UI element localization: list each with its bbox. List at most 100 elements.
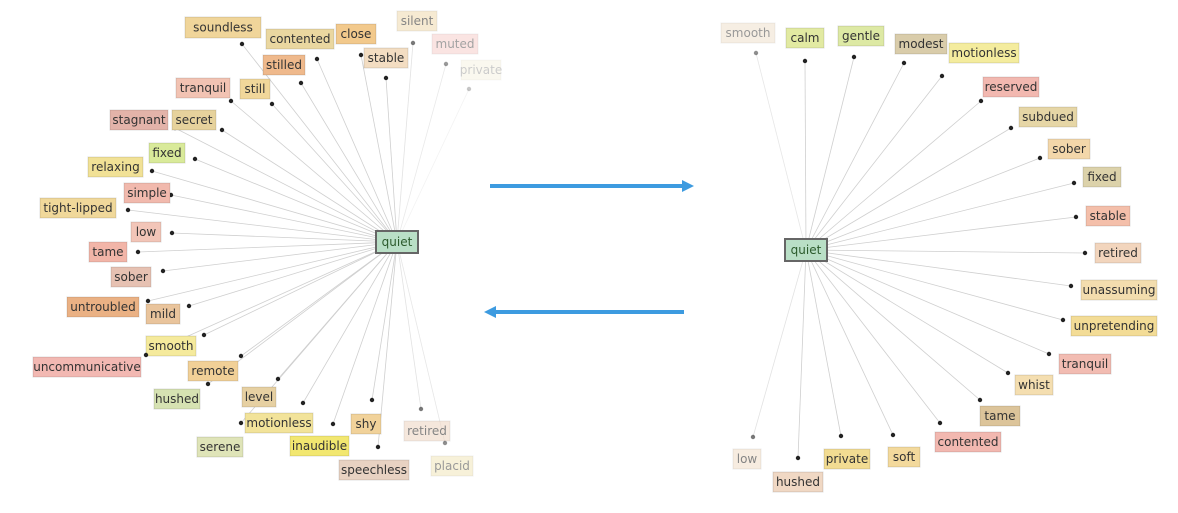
- left-node-dot: [228, 98, 234, 104]
- right-word-node[interactable]: fixed: [1071, 166, 1122, 188]
- left-word-node[interactable]: retired: [403, 406, 451, 442]
- left-word-node[interactable]: contented: [265, 28, 335, 62]
- left-word-node[interactable]: inaudible: [289, 421, 350, 457]
- left-node-dot: [410, 40, 416, 46]
- left-word-node[interactable]: speechless: [338, 444, 410, 481]
- left-word-node[interactable]: stagnant: [109, 109, 178, 131]
- right-word-node[interactable]: retired: [1082, 242, 1142, 264]
- left-word-node[interactable]: motionless: [244, 400, 314, 434]
- left-word-node[interactable]: fixed: [148, 142, 198, 164]
- left-node-dot: [143, 352, 149, 358]
- left-word-node[interactable]: tame: [88, 241, 141, 263]
- left-word-node[interactable]: secret: [171, 109, 225, 133]
- left-word-node[interactable]: private: [460, 60, 502, 92]
- right-word-node[interactable]: soft: [887, 432, 921, 468]
- right-word-label: retired: [1098, 246, 1138, 260]
- right-edge: [805, 249, 941, 424]
- right-word-node[interactable]: stable: [1073, 205, 1131, 227]
- left-edge: [385, 77, 398, 243]
- left-word-node[interactable]: relaxing: [87, 156, 155, 178]
- right-edge: [805, 216, 1077, 251]
- right-node-dot: [1071, 180, 1077, 186]
- left-word-node[interactable]: hushed: [153, 381, 211, 410]
- left-word-node[interactable]: still: [239, 78, 275, 107]
- left-word-node[interactable]: silent: [396, 10, 438, 46]
- right-word-node[interactable]: contented: [934, 420, 1002, 453]
- left-word-node[interactable]: serene: [196, 420, 244, 458]
- left-word-label: tranquil: [180, 81, 227, 95]
- left-word-node[interactable]: tight-lipped: [39, 197, 131, 219]
- left-word-node[interactable]: untroubled: [66, 296, 151, 318]
- right-word-node[interactable]: modest: [894, 33, 948, 66]
- right-node-dot: [795, 455, 801, 461]
- left-edge: [396, 241, 422, 410]
- right-word-box: [1014, 374, 1054, 396]
- right-word-label: hushed: [776, 475, 820, 489]
- right-word-node[interactable]: unpretending: [1060, 315, 1158, 337]
- left-word-box: [196, 436, 244, 458]
- right-word-node[interactable]: sober: [1037, 138, 1091, 161]
- right-node-dot: [937, 420, 943, 426]
- right-word-node[interactable]: tame: [977, 397, 1021, 427]
- left-word-node[interactable]: uncommunicative: [32, 352, 149, 378]
- left-word-box: [338, 459, 410, 481]
- left-word-node[interactable]: simple: [123, 182, 174, 204]
- left-word-node[interactable]: sober: [110, 266, 166, 288]
- left-edge: [137, 241, 398, 253]
- right-word-node[interactable]: subdued: [1008, 106, 1078, 131]
- left-word-node[interactable]: shy: [350, 397, 382, 435]
- right-edge: [805, 249, 894, 436]
- right-word-node[interactable]: low: [732, 434, 762, 470]
- left-word-box: [431, 33, 479, 55]
- left-center-node[interactable]: quiet: [375, 230, 419, 254]
- right-word-node[interactable]: whist: [1005, 370, 1054, 396]
- right-word-node[interactable]: tranquil: [1046, 351, 1112, 375]
- left-word-node[interactable]: tranquil: [175, 77, 234, 104]
- right-word-label: tranquil: [1062, 357, 1109, 371]
- left-word-node[interactable]: muted: [431, 33, 479, 67]
- left-word-node[interactable]: level: [241, 376, 281, 408]
- right-word-node[interactable]: smooth: [720, 22, 776, 56]
- left-word-node[interactable]: remote: [187, 353, 244, 382]
- left-word-node[interactable]: close: [335, 23, 377, 58]
- right-word-box: [894, 33, 948, 55]
- left-word-label: fixed: [152, 146, 181, 160]
- left-word-node[interactable]: soundless: [184, 16, 262, 47]
- right-word-node[interactable]: reserved: [978, 76, 1040, 104]
- right-node-dot: [1046, 351, 1052, 357]
- right-edge: [805, 249, 1009, 374]
- left-edge: [332, 241, 398, 425]
- right-word-node[interactable]: calm: [785, 27, 825, 64]
- left-word-node[interactable]: low: [130, 221, 175, 243]
- left-word-node[interactable]: smooth: [145, 332, 207, 357]
- right-word-graph: smooth calm gentle modestmotionlessreserved…: [720, 22, 1158, 493]
- left-word-node[interactable]: stilled: [262, 54, 306, 86]
- left-node-dot: [369, 397, 375, 403]
- left-edge: [127, 209, 398, 243]
- left-word-node[interactable]: mild: [145, 303, 192, 325]
- left-center-word: quiet: [382, 235, 413, 249]
- left-word-box: [461, 60, 501, 80]
- right-node-dot: [977, 397, 983, 403]
- right-word-box: [1018, 106, 1078, 128]
- right-word-node[interactable]: motionless: [939, 42, 1020, 79]
- left-word-node[interactable]: placid: [430, 440, 474, 477]
- left-node-dot: [298, 80, 304, 86]
- right-word-node[interactable]: private: [823, 433, 871, 470]
- left-word-label: smooth: [149, 339, 194, 353]
- right-word-node[interactable]: gentle: [837, 25, 885, 60]
- left-word-box: [88, 241, 128, 263]
- right-center-node[interactable]: quiet: [784, 238, 828, 262]
- left-edge: [377, 241, 398, 448]
- left-edge: [396, 42, 414, 243]
- right-node-dot: [753, 50, 759, 56]
- left-word-node[interactable]: stable: [363, 47, 409, 81]
- right-word-node[interactable]: unassuming: [1068, 279, 1158, 301]
- left-word-box: [262, 54, 306, 76]
- left-word-label: soundless: [193, 21, 253, 35]
- left-edge: [194, 158, 398, 243]
- left-word-label: mild: [150, 307, 176, 321]
- left-word-label: motionless: [246, 416, 311, 430]
- right-word-node[interactable]: hushed: [772, 455, 824, 493]
- right-node-dot: [1073, 214, 1079, 220]
